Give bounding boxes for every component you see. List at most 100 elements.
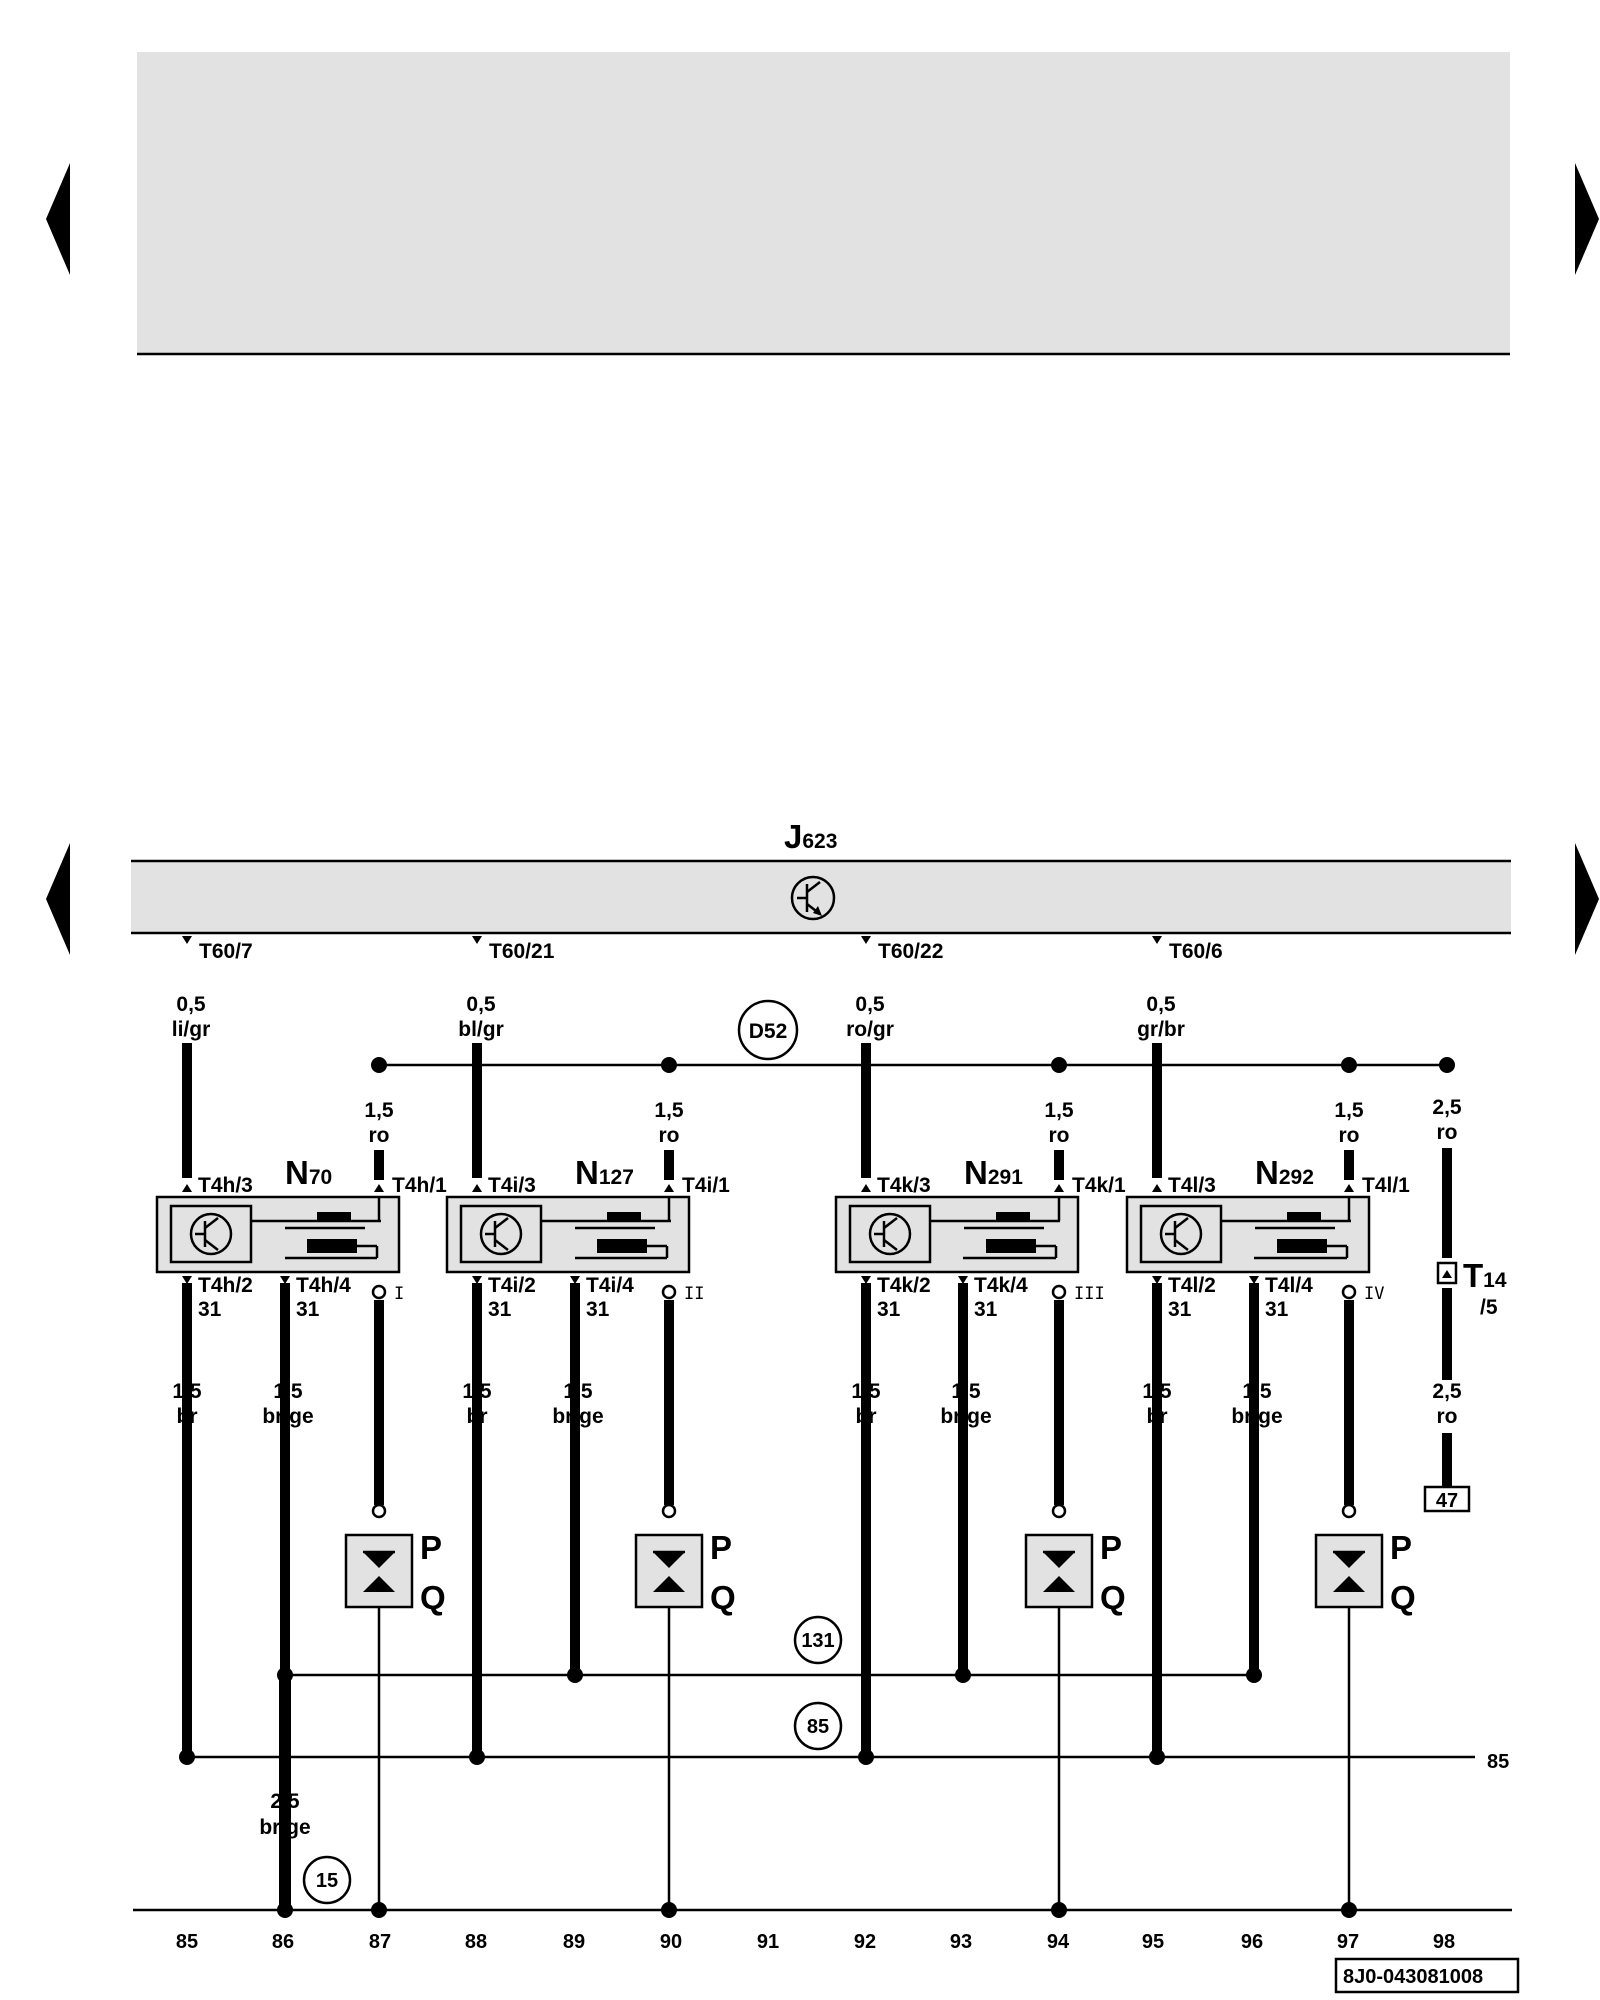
plug-label-q: Q <box>1390 1579 1416 1616</box>
wire-gauge-label: 0,5 <box>855 993 885 1016</box>
pin-arrow-icon <box>182 936 192 944</box>
pin-label-top-left: T4k/3 <box>877 1174 931 1197</box>
transistor-collector <box>883 1217 898 1229</box>
pin-arrow-icon <box>570 1276 580 1284</box>
wire-gauge-label: 0,5 <box>176 993 206 1016</box>
secondary-winding <box>986 1239 1036 1253</box>
transistor-emitter <box>204 1239 219 1251</box>
wire-color-label: br <box>1147 1405 1168 1428</box>
ground-85-label: 85 <box>807 1716 829 1738</box>
wire-color-label: br <box>467 1405 488 1428</box>
ht-terminal-icon <box>371 1284 387 1300</box>
transistor-collector <box>1174 1217 1189 1229</box>
coil-label: N292 <box>1255 1154 1314 1191</box>
supply-gauge-label: 1,5 <box>1334 1099 1364 1122</box>
next-page-arrow-icon-lower[interactable] <box>1575 843 1599 955</box>
track-number: 86 <box>272 1931 294 1953</box>
connector-t14-label: T14 <box>1463 1257 1507 1294</box>
ht-terminal-icon <box>1341 1503 1357 1519</box>
primary-winding <box>1287 1212 1321 1221</box>
pin-label-top-left: T4h/3 <box>198 1174 253 1197</box>
secondary-winding <box>307 1239 357 1253</box>
wire-color-label: gr/br <box>1137 1018 1185 1041</box>
pin-arrow-icon <box>861 1276 871 1284</box>
supply-color-label: ro <box>1049 1124 1070 1147</box>
terminal-31-label: 31 <box>877 1298 901 1321</box>
connector-d52-label: D52 <box>749 1020 788 1043</box>
coil-driver-box <box>459 1204 543 1264</box>
ground-15-label: 15 <box>316 1870 338 1892</box>
supply-color-label: ro <box>659 1124 680 1147</box>
spark-plug-box <box>634 1533 704 1609</box>
pin-arrow-icon <box>958 1276 968 1284</box>
wire-color-label: ro <box>1437 1405 1458 1428</box>
transistor-icon <box>868 1212 912 1256</box>
pin-label-top-right: T4i/1 <box>682 1174 730 1197</box>
ground-131-junction-dot <box>1246 1667 1262 1683</box>
spark-plug-icon <box>653 1576 685 1592</box>
track-number: 98 <box>1433 1931 1455 1953</box>
pin-label-bottom-left: T4h/2 <box>198 1274 253 1297</box>
plug-label-p: P <box>1390 1529 1412 1566</box>
wire-gauge-label: 1,5 <box>1142 1380 1172 1403</box>
pin-label-top-left: T4l/3 <box>1168 1174 1216 1197</box>
plug-label-p: P <box>1100 1529 1122 1566</box>
secondary-winding <box>1277 1239 1327 1253</box>
ground-15-symbol <box>302 1855 352 1905</box>
track-number: 85 <box>176 1931 198 1953</box>
terminal-31-label: 31 <box>488 1298 512 1321</box>
pin-label-bottom-mid: T4l/4 <box>1265 1274 1313 1297</box>
wire-color-label: br/ge <box>259 1816 310 1839</box>
wire-color-label: br <box>177 1405 198 1428</box>
terminal-31-label: 31 <box>1168 1298 1192 1321</box>
pin-label-top-right: T4h/1 <box>392 1174 447 1197</box>
pin-arrow-icon <box>472 1276 482 1284</box>
ground-85-junction-dot <box>1149 1749 1165 1765</box>
wire-gauge-label: 0,5 <box>1146 993 1176 1016</box>
ht-terminal-icon <box>1051 1284 1067 1300</box>
wire-gauge-label: 0,5 <box>466 993 496 1016</box>
next-page-arrow-icon[interactable] <box>1575 163 1599 275</box>
track-number: 93 <box>950 1931 972 1953</box>
d52-junction-dot <box>661 1057 677 1073</box>
pin-arrow-icon <box>1344 1184 1354 1192</box>
pin-label-bottom-mid: T4k/4 <box>974 1274 1028 1297</box>
bottom-rail-junction-dot <box>1341 1902 1357 1918</box>
pin-label-top-right: T4l/1 <box>1362 1174 1410 1197</box>
ht-terminal-icon <box>1051 1503 1067 1519</box>
ht-terminal-icon <box>661 1284 677 1300</box>
plug-label-q: Q <box>1100 1579 1126 1616</box>
spark-plug-icon <box>363 1576 395 1592</box>
connector-d52-symbol <box>737 999 799 1061</box>
wire-color-label: li/gr <box>172 1018 211 1041</box>
terminal-31-label: 31 <box>586 1298 610 1321</box>
ecu-pin-label: T60/7 <box>199 940 253 963</box>
ecu-pin-label: T60/21 <box>489 940 555 963</box>
spark-plug-icon <box>363 1552 395 1568</box>
pin-label-bottom-mid: T4i/4 <box>586 1274 634 1297</box>
pin-label-top-right: T4k/1 <box>1072 1174 1126 1197</box>
primary-winding <box>607 1212 641 1221</box>
supply-gauge-label: 1,5 <box>364 1099 394 1122</box>
prev-page-arrow-icon[interactable] <box>46 163 70 275</box>
pin-arrow-icon <box>374 1184 384 1192</box>
pin-label-top-left: T4i/3 <box>488 1174 536 1197</box>
plug-label-q: Q <box>710 1579 736 1616</box>
cylinder-label: II <box>684 1284 704 1304</box>
transistor-collector <box>494 1217 509 1229</box>
pin-arrow-icon <box>1152 1184 1162 1192</box>
ground-85-junction-dot <box>179 1749 195 1765</box>
wire-gauge-label: 1,5 <box>462 1380 492 1403</box>
ref-box <box>1423 1485 1471 1513</box>
supply-color-label: ro <box>369 1124 390 1147</box>
cylinder-label: IV <box>1364 1284 1384 1304</box>
wire-gauge-label: 1,5 <box>851 1380 881 1403</box>
prev-page-arrow-icon-lower[interactable] <box>46 843 70 955</box>
transistor-emitter <box>1174 1239 1189 1251</box>
d52-junction-dot <box>1341 1057 1357 1073</box>
pin-label-bottom-left: T4l/2 <box>1168 1274 1216 1297</box>
wire-gauge-label: 2,5 <box>1432 1096 1462 1119</box>
cylinder-label: I <box>394 1284 404 1304</box>
pin-label-bottom-left: T4k/2 <box>877 1274 931 1297</box>
